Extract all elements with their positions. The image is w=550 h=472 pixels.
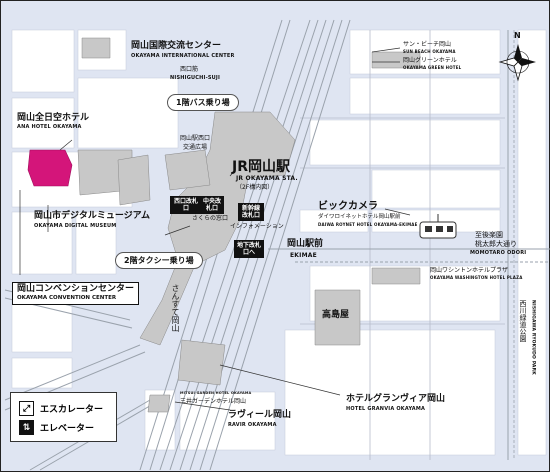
digital-museum-en: OKAYAMA DIGITAL MUSEUM <box>34 223 117 229</box>
ana-hotel-en: ANA HOTEL OKAYAMA <box>17 124 82 130</box>
north-marker: N <box>514 31 521 40</box>
block <box>11 97 75 149</box>
shinkansen-gate-badge: 新幹線改札口 <box>238 203 264 221</box>
sakura-gate-label: さくらの窓口 <box>192 215 229 222</box>
green-hotel-en: OKAYAMA GREEN HOTEL <box>403 65 462 70</box>
bus-stop-bubble: 1階バス乗り場 <box>167 94 239 111</box>
mitsui-en: MITSUI GARDEN HOTEL OKAYAMA <box>180 391 252 395</box>
underground-gate-badge: 地下改札口へ <box>234 240 264 258</box>
green-hotel-ja: 岡山グリーンホテル <box>403 57 457 64</box>
granvia-building <box>177 339 226 386</box>
takashimaya-label: 高島屋 <box>322 310 350 320</box>
bic-camera-label: ビックカメラ <box>318 201 378 212</box>
washington-building <box>371 267 421 285</box>
west-gate-badge: 西口改札口 <box>170 196 202 214</box>
legend-escalator-row: ⤢ エスカレーター <box>19 401 103 416</box>
sanste-label: さんすて岡山 <box>171 284 180 332</box>
international-center-building <box>81 37 111 59</box>
nishiguchi-en: NISHIGUCHI-SUJI <box>170 75 221 81</box>
daiwa-roynet-en: DAIWA ROYNET HOTEL OKAYAMA-EKIMAE <box>318 222 418 227</box>
sun-building-ja: サン・ビーチ岡山 <box>403 41 452 48</box>
block <box>309 119 501 166</box>
sun-building-en: SUN BEACH OKAYAMA <box>403 49 456 54</box>
block <box>517 29 547 456</box>
digital-museum-building <box>117 154 151 206</box>
international-center-en: OKAYAMA INTERNATIONAL CENTER <box>131 53 235 59</box>
block <box>299 209 369 233</box>
granvia-en: HOTEL GRANVIA OKAYAMA <box>346 406 426 412</box>
momotaro-ja2: 桃太郎大通り <box>475 240 517 248</box>
ana-hotel-ja: 岡山全日空ホテル <box>17 113 90 123</box>
washington-en: OKAYAMA WASHINGTON HOTEL PLAZA <box>430 275 523 280</box>
west-exit-line2: 交通広場 <box>183 144 208 151</box>
legend: ⤢ エスカレーター ⇅ エレベーター <box>10 392 117 442</box>
legend-elevator-label: エレベーター <box>40 424 95 434</box>
jr-station-ja: JR岡山駅 <box>232 159 290 175</box>
west-exit-line1: 岡山駅西口 <box>180 135 211 142</box>
international-center-ja: 岡山国際交流センター <box>131 41 222 51</box>
block <box>11 29 75 93</box>
granvia-ja: ホテルグランヴィア岡山 <box>346 394 446 404</box>
nishigawa-en: NISHIGAWA RYOKUDO PARK <box>530 300 536 375</box>
block <box>11 357 73 389</box>
block <box>11 211 73 275</box>
escalator-icon: ⤢ <box>19 401 34 416</box>
ana-hotel-building <box>27 149 73 187</box>
ravir-en: RAVIR OKAYAMA <box>228 422 277 428</box>
convention-center-box: 岡山コンベンションセンター OKAYAMA CONVENTION CENTER <box>12 282 140 305</box>
convention-center-en: OKAYAMA CONVENTION CENTER <box>17 295 117 301</box>
legend-elevator-row: ⇅ エレベーター <box>19 420 94 435</box>
nishiguchi-ja: 西口筋 <box>180 66 199 73</box>
block <box>11 299 73 353</box>
ekimae-en: EKIMAE <box>290 252 317 259</box>
block <box>284 329 496 456</box>
ekimae-ja: 岡山駅前 <box>287 239 324 249</box>
block <box>77 77 179 149</box>
momotaro-en: MOMOTARO ODORI <box>470 250 527 256</box>
takashimaya-building <box>314 289 361 346</box>
information-label: インフォメーション <box>230 223 284 230</box>
digital-museum-ja: 岡山市デジタルミュージアム <box>34 211 151 221</box>
washington-ja: 岡山ワシントンホテルプラザ <box>430 267 509 274</box>
nishigawa-ja: 西川緑道公園 <box>519 300 527 342</box>
elevator-icon: ⇅ <box>19 420 34 435</box>
taxi-stop-bubble: 2階タクシー乗り場 <box>115 252 203 269</box>
mitsui-ja: 三井ガーデンホテル岡山 <box>180 398 247 405</box>
central-gate-badge: 中央改札口 <box>200 196 224 214</box>
ravir-building <box>147 394 171 413</box>
green-hotel-building <box>371 51 421 69</box>
block <box>371 169 501 209</box>
legend-escalator-label: エスカレーター <box>40 405 104 415</box>
north-arrow-icon <box>498 44 536 82</box>
jr-station-en: JR OKAYAMA STA. <box>236 175 298 182</box>
block <box>75 211 117 275</box>
jr-station-note: （2F構内図） <box>236 184 274 191</box>
tram-icon <box>419 214 457 239</box>
ravir-ja: ラヴィール岡山 <box>228 410 292 420</box>
daiwa-roynet-ja: ダイワロイネットホテル岡山駅前 <box>318 214 401 220</box>
station-annex <box>164 149 211 191</box>
momotaro-ja1: 至後楽園 <box>475 231 503 239</box>
block <box>349 77 501 115</box>
convention-center-ja: 岡山コンベンションセンター <box>17 284 135 294</box>
